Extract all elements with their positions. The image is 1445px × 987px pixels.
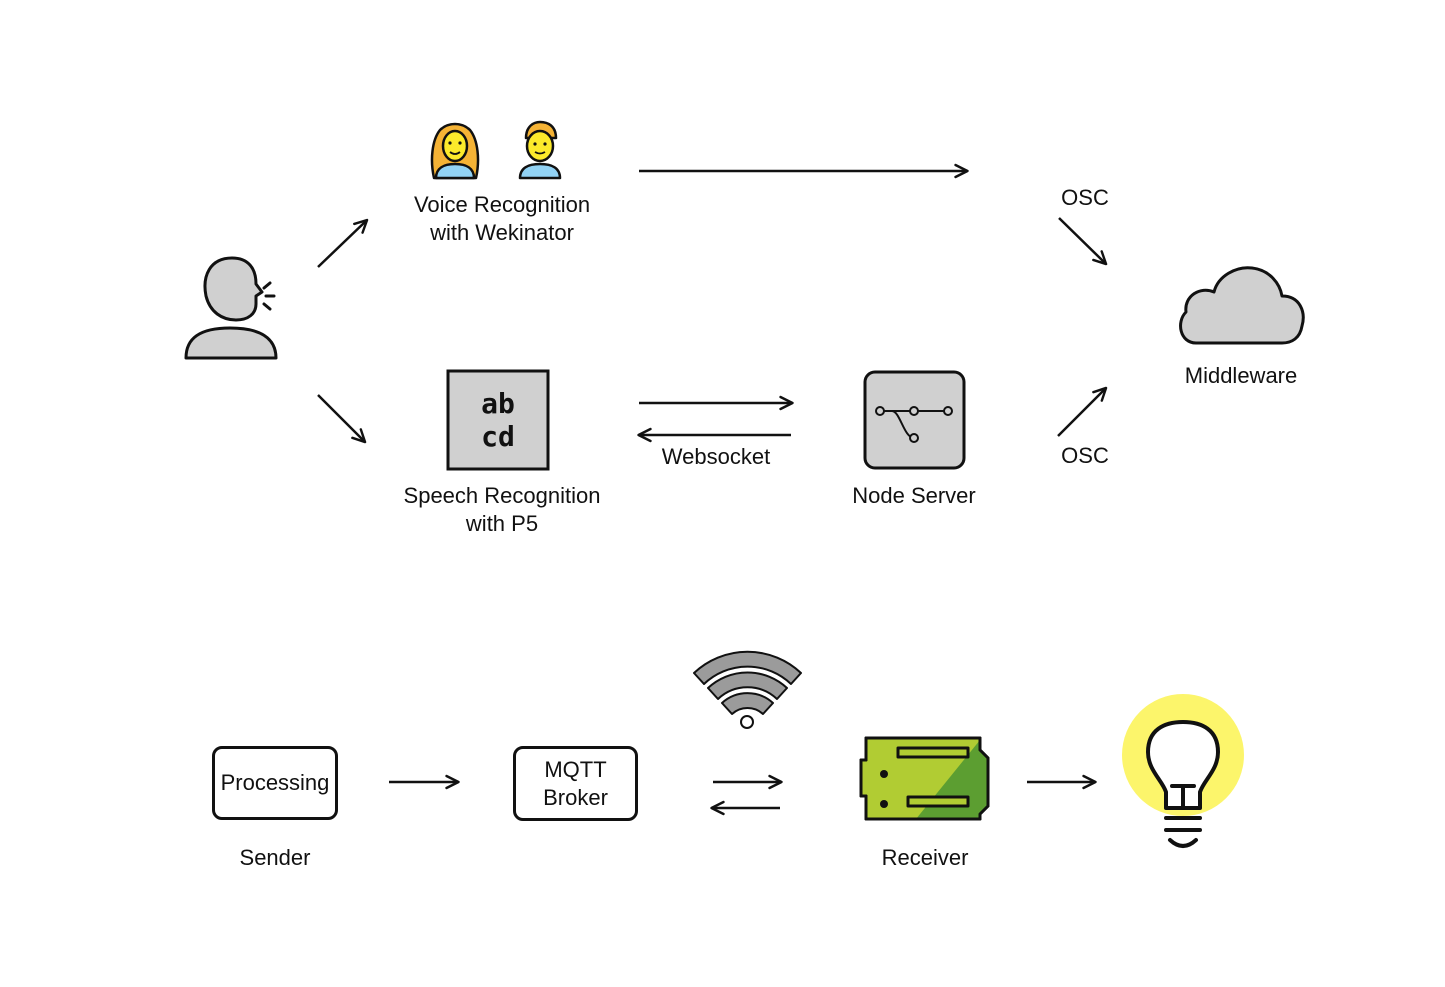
arduino-board-icon	[859, 736, 990, 821]
speaking-person-icon	[184, 256, 278, 360]
wifi-icon	[693, 650, 802, 729]
osc-bottom-label: OSC	[1061, 443, 1109, 468]
bottom-arrows	[389, 774, 1097, 816]
speech-recognition-line1: Speech Recognition	[403, 483, 601, 508]
node-server-label: Node Server	[852, 483, 976, 508]
processing-label: Processing	[220, 770, 330, 795]
websocket-label: Websocket	[661, 444, 771, 469]
middleware-label: Middleware	[1184, 363, 1298, 388]
man-icon	[518, 120, 562, 180]
arrow-osc-bottom	[1057, 386, 1108, 437]
receiver-label: Receiver	[881, 845, 969, 870]
processing-box: Processing	[212, 746, 338, 820]
mqtt-broker-box: MQTT Broker	[513, 746, 638, 821]
arrow-person-to-speech	[317, 394, 367, 444]
speech-recognition-line2: with P5	[465, 511, 539, 536]
abcd-bottom-text: cd	[481, 420, 515, 453]
abcd-input-icon: ab cd	[446, 369, 550, 471]
sender-label: Sender	[239, 845, 311, 870]
speech-recognition-label: Speech Recognition with P5	[372, 482, 632, 538]
arrow-person-to-voice	[317, 218, 369, 268]
light-bulb-icon	[1122, 694, 1244, 848]
voice-recognition-line1: Voice Recognition	[413, 192, 591, 217]
woman-icon	[430, 122, 480, 180]
voice-recognition-label: Voice Recognition with Wekinator	[382, 191, 622, 247]
arrows	[317, 163, 1108, 444]
mqtt-broker-line2: Broker	[543, 784, 608, 810]
cloud-icon	[1179, 266, 1305, 345]
mqtt-broker-line1: MQTT	[544, 756, 607, 782]
arrow-osc-top	[1058, 217, 1108, 266]
abcd-top-text: ab	[481, 387, 515, 420]
osc-top-label: OSC	[1061, 185, 1109, 210]
voice-recognition-line2: with Wekinator	[430, 220, 574, 245]
node-server-icon	[863, 370, 966, 470]
